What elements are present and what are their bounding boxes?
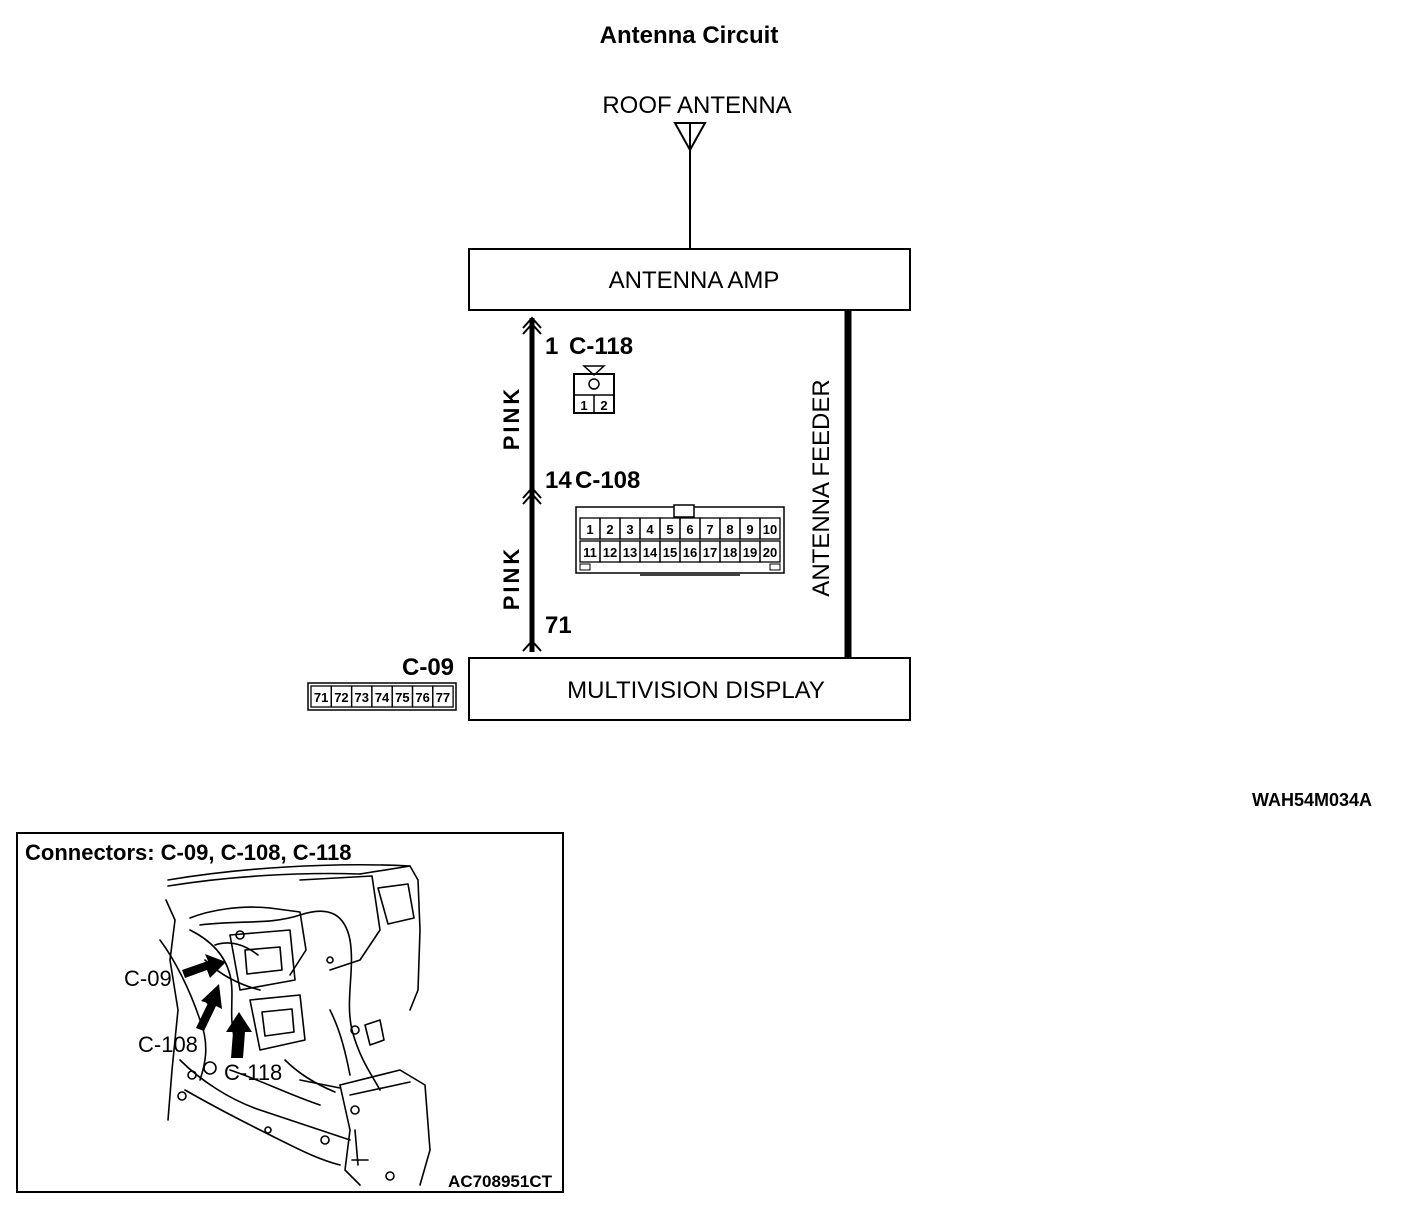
dashboard-wiring-illustration [159, 863, 431, 1186]
antenna-symbol-icon [673, 122, 707, 249]
arrow-c118-icon [226, 1012, 252, 1058]
c108-pin-11: 11 [583, 545, 597, 560]
c108-pin-15: 15 [663, 545, 677, 560]
c118-pin-1: 1 [580, 398, 587, 413]
inset-title: Connectors: C-09, C-108, C-118 [25, 840, 351, 865]
c108-pin-10-cell [759, 517, 781, 540]
c09-pin-71: 71 [314, 690, 328, 705]
c108-pin-19: 19 [743, 545, 757, 560]
inset-label-c108: C-108 [138, 1032, 198, 1057]
inset-label-c09: C-09 [124, 966, 172, 991]
c09-pin-77: 77 [436, 690, 450, 705]
wire-color-label-upper: PINK [499, 386, 524, 451]
c108-pin-14: 14 [643, 545, 658, 560]
c108-pin-7: 7 [706, 522, 713, 537]
c108-pin-9: 9 [746, 522, 753, 537]
diagram-reference-code: WAH54M034A [1252, 790, 1372, 810]
diagram-title: Antenna Circuit [600, 22, 779, 49]
c108-pin-12: 12 [603, 545, 617, 560]
antenna-amp-box [468, 248, 911, 311]
multivision-display-label: MULTIVISION DISPLAY [567, 677, 825, 704]
c108-pin-6: 6 [686, 522, 693, 537]
c108-pin-18: 18 [723, 545, 737, 560]
pin-number-c108: 14 [545, 467, 572, 494]
inset-reference-code: AC708951CT [448, 1172, 553, 1191]
c09-pin-75: 75 [395, 690, 409, 705]
pink-wire [522, 316, 542, 652]
connector-c09-face: 71 72 73 74 75 76 77 [307, 682, 457, 711]
pin-number-c09: 71 [545, 612, 572, 639]
pin-number-c118: 1 [545, 333, 558, 360]
c09-pin-77-cell [432, 685, 454, 708]
multivision-display-box [468, 657, 911, 721]
connector-label-c118: C-118 [569, 333, 633, 360]
arrow-c09-icon [182, 954, 226, 978]
c108-pin-13: 13 [623, 545, 637, 560]
arrow-c108-icon [196, 984, 222, 1031]
c09-pin-72: 72 [334, 690, 348, 705]
c108-pin-17: 17 [703, 545, 717, 560]
c108-pin-16: 16 [683, 545, 697, 560]
connector-label-c108: C-108 [575, 467, 640, 494]
antenna-feeder-label: ANTENNA FEEDER [808, 379, 835, 596]
connector-c118-face: 1 2 [573, 365, 615, 414]
c09-pin-73: 73 [355, 690, 369, 705]
c108-pin-20: 20 [763, 545, 777, 560]
c09-pin-76: 76 [415, 690, 429, 705]
c09-pin-74: 74 [375, 690, 390, 705]
c108-pin-1: 1 [586, 522, 593, 537]
c108-pin-20-cell [759, 540, 781, 563]
connector-location-inset: Connectors: C-09, C-108, C-118 [16, 832, 564, 1193]
c118-pin-2: 2 [600, 398, 607, 413]
c108-pin-4: 4 [646, 522, 654, 537]
c108-pin-5: 5 [666, 522, 673, 537]
c108-pin-8: 8 [726, 522, 733, 537]
c108-pin-10: 10 [763, 522, 777, 537]
c108-pin-3: 3 [626, 522, 633, 537]
connector-label-c09: C-09 [402, 654, 454, 681]
c108-pin-2: 2 [606, 522, 613, 537]
antenna-amp-label: ANTENNA AMP [609, 267, 780, 294]
roof-antenna-label: ROOF ANTENNA [602, 92, 791, 119]
wire-color-label-lower: PINK [499, 546, 524, 611]
inset-label-c118: C-118 [224, 1060, 282, 1085]
